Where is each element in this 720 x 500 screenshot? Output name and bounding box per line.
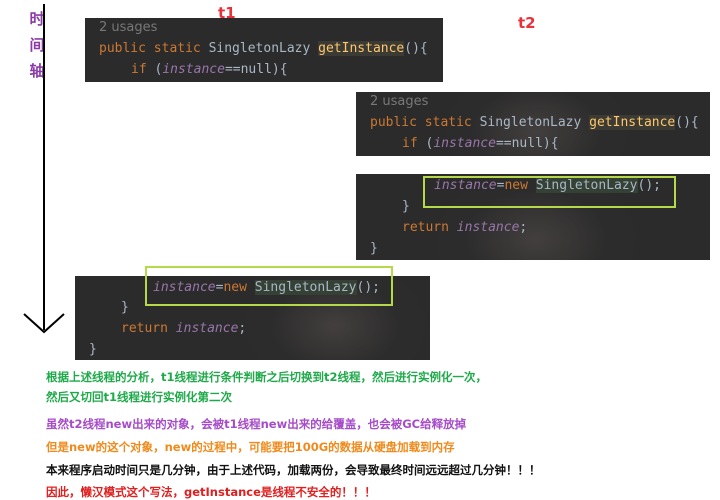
note-overwrite-gc: 虽然t2线程new出来的对象，会被t1线程new出来的给覆盖，也会被GC给释放掉	[46, 417, 467, 431]
return-line: return instance;	[402, 218, 527, 238]
timeline-char-1: 时	[29, 10, 45, 28]
if-close-brace: }	[402, 199, 410, 214]
thread-t2-label: t2	[518, 14, 536, 32]
field-instance: instance	[434, 178, 497, 193]
keyword-return: return	[402, 220, 457, 235]
note-startup-time: 本来程序启动时间只是几分钟，由于上述代码，加载两份，会导致最终时间远远超过几分钟…	[46, 463, 541, 477]
field-instance: instance	[456, 220, 520, 235]
call-tail: ();	[356, 280, 380, 295]
keyword: if	[131, 62, 155, 77]
paren: (	[425, 136, 434, 151]
keyword: if	[402, 136, 426, 151]
assign-operator: =	[215, 280, 224, 295]
instantiation-line: instance=new SingletonLazy();	[434, 176, 661, 196]
usages-hint: 2 usages	[99, 20, 158, 35]
if-condition-line: if (instance==null){	[131, 60, 288, 80]
class-name: SingletonLazy	[254, 280, 357, 295]
keyword-new: new	[504, 178, 536, 193]
code-panel-t2-top: 2 usages public static SingletonLazy get…	[356, 92, 710, 156]
thread-t1-label: t1	[218, 4, 236, 22]
usages-hint: 2 usages	[370, 94, 429, 109]
keyword-return: return	[121, 321, 176, 336]
method-close-brace: }	[89, 342, 97, 357]
method-close-brace: }	[370, 241, 378, 256]
return-type: SingletonLazy	[208, 41, 319, 56]
note-analysis-line-2: 然后又切回t1线程进行实例化第二次	[46, 390, 232, 404]
field-instance: instance	[175, 321, 239, 336]
keyword-new: new	[223, 280, 255, 295]
call-tail: ();	[637, 178, 661, 193]
assign-operator: =	[496, 178, 505, 193]
paren: (	[154, 62, 163, 77]
method-signature-line: public static SingletonLazy getInstance(…	[99, 39, 428, 59]
return-line: return instance;	[121, 319, 246, 339]
keyword: public static	[99, 41, 209, 56]
field-instance: instance	[162, 62, 225, 77]
semicolon: ;	[238, 321, 247, 336]
field-instance: instance	[433, 136, 496, 151]
note-conclusion: 因此，懒汉模式这个写法，getInstance是线程不安全的！！！	[46, 485, 376, 499]
class-name: SingletonLazy	[535, 178, 638, 193]
highlight-box-t2-instantiation	[423, 176, 676, 208]
condition-rest: ==null){	[224, 62, 288, 77]
note-loading-cost: 但是new的这个对象，new的过程中，可能要把100G的数据从硬盘加载到内存	[46, 440, 455, 454]
keyword: public static	[370, 115, 480, 130]
highlight-box-t1-instantiation	[145, 266, 393, 306]
timeline-char-3: 轴	[29, 62, 45, 80]
instantiation-line: instance=new SingletonLazy();	[153, 278, 380, 298]
method-name: getInstance	[589, 115, 676, 130]
return-type: SingletonLazy	[479, 115, 590, 130]
note-analysis-line-1: 根据上述线程的分析，t1线程进行条件判断之后切换到t2线程，然后进行实例化一次，	[46, 370, 487, 384]
method-tail: (){	[404, 41, 428, 56]
code-panel-t1-top: 2 usages public static SingletonLazy get…	[85, 18, 443, 82]
method-name: getInstance	[318, 41, 405, 56]
field-instance: instance	[153, 280, 216, 295]
semicolon: ;	[519, 220, 528, 235]
timeline-arrow-head	[23, 313, 65, 334]
if-close-brace: }	[121, 300, 129, 315]
if-condition-line: if (instance==null){	[402, 134, 559, 154]
timeline-char-2: 间	[29, 36, 45, 54]
condition-rest: ==null){	[495, 136, 559, 151]
method-signature-line: public static SingletonLazy getInstance(…	[370, 113, 699, 133]
method-tail: (){	[675, 115, 699, 130]
